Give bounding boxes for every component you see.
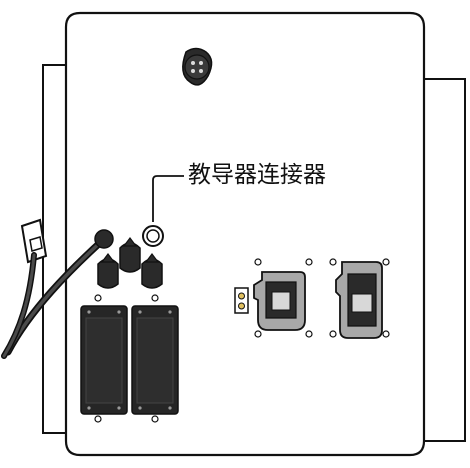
mount-hole: [151, 294, 159, 302]
mount-hole: [329, 258, 337, 266]
right-side-panel: [418, 78, 466, 442]
callout-leader-line: [152, 175, 184, 222]
cover-plate-left: [80, 305, 128, 415]
signal-connector-3: [141, 253, 163, 289]
cable-2: [1, 252, 37, 359]
mount-hole: [382, 330, 390, 338]
cover-plate-right: [131, 305, 179, 415]
io-port-1: [253, 271, 306, 331]
teach-pendant-connector: [142, 225, 164, 247]
signal-connector-2: [119, 237, 141, 273]
cable-gland: [94, 229, 114, 249]
cable-clamp-tab: [29, 236, 43, 252]
teach-pendant-connector-label: 教导器连接器: [188, 162, 326, 188]
signal-connector-1: [97, 253, 119, 289]
cable-2-inner: [2, 253, 36, 358]
mount-hole: [305, 330, 313, 338]
mount-hole: [305, 258, 313, 266]
mount-hole: [254, 330, 262, 338]
mount-hole: [254, 258, 262, 266]
mount-hole: [94, 415, 102, 423]
power-connector: [182, 47, 213, 86]
terminal-block: [234, 287, 249, 314]
mount-hole: [94, 294, 102, 302]
mount-hole: [329, 330, 337, 338]
mount-hole: [382, 258, 390, 266]
mount-hole: [151, 415, 159, 423]
io-port-2: [335, 261, 383, 339]
